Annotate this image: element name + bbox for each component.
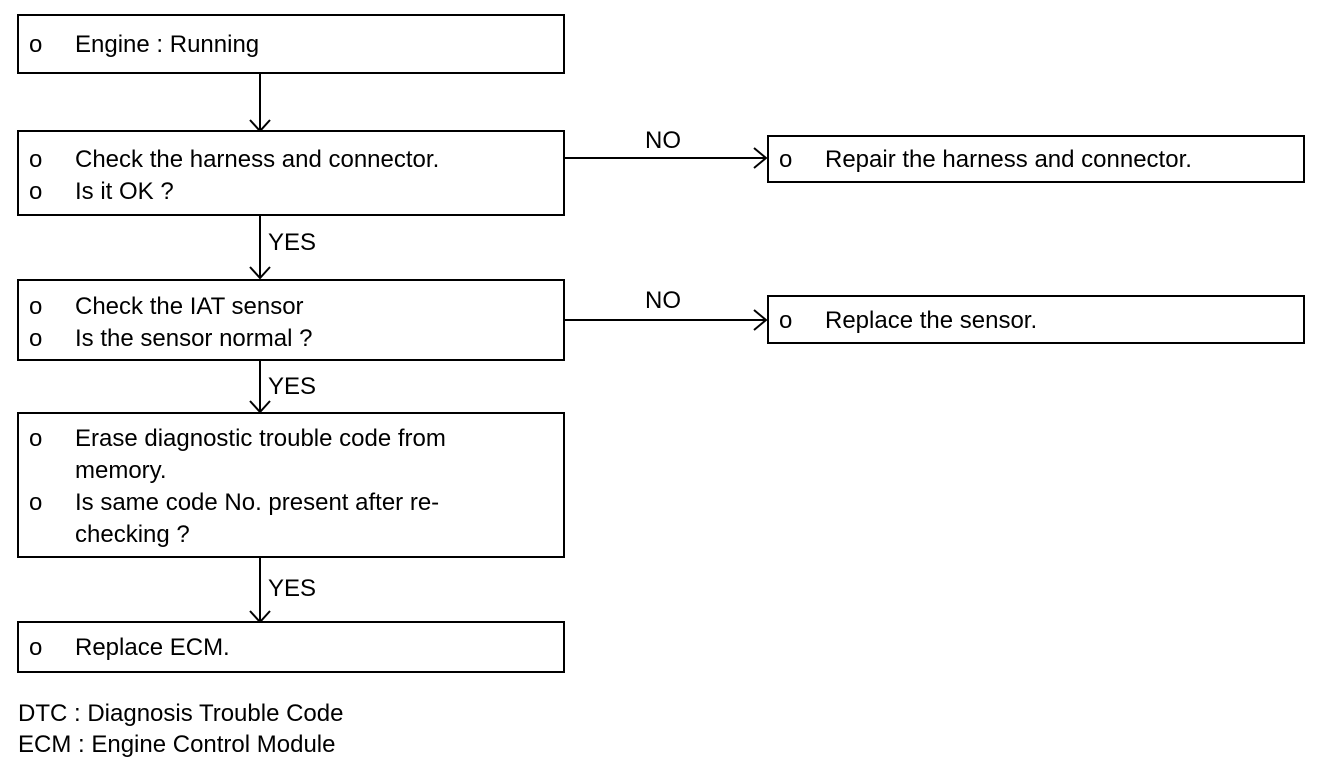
step-repair-harness: o Repair the harness and connector.: [767, 135, 1305, 183]
bullet-marker: o: [29, 325, 43, 352]
step-engine-running-text: Engine : Running: [75, 31, 260, 58]
bullet-marker: o: [779, 307, 793, 334]
label-yes-iat: YES: [268, 373, 317, 400]
label-no-harness: NO: [645, 127, 681, 154]
legend-ecm: ECM : Engine Control Module: [18, 731, 336, 758]
step-erase-dtc-text-1: Erase diagnostic trouble code from: [75, 425, 446, 452]
bullet-marker: o: [29, 146, 43, 173]
step-replace-sensor: o Replace the sensor.: [767, 295, 1305, 344]
step-check-harness: o Check the harness and connector. o Is …: [17, 130, 565, 216]
bullet-marker: o: [29, 489, 43, 516]
arrowhead-harness-no: [753, 147, 768, 169]
step-replace-sensor-text: Replace the sensor.: [825, 307, 1038, 334]
step-erase-dtc-text-3: Is same code No. present after re-: [75, 489, 440, 516]
step-check-harness-text-1: Check the harness and connector.: [75, 146, 440, 173]
step-repair-harness-text: Repair the harness and connector.: [825, 146, 1192, 173]
step-check-iat: o Check the IAT sensor o Is the sensor n…: [17, 279, 565, 361]
bullet-marker: o: [29, 634, 43, 661]
step-erase-dtc-text-4: checking ?: [75, 521, 190, 548]
step-check-iat-text-2: Is the sensor normal ?: [75, 325, 313, 352]
step-replace-ecm-text: Replace ECM.: [75, 634, 230, 661]
label-no-iat: NO: [645, 287, 681, 314]
step-check-iat-text-1: Check the IAT sensor: [75, 293, 304, 320]
bullet-marker: o: [779, 146, 793, 173]
bullet-marker: o: [29, 178, 43, 205]
legend-dtc: DTC : Diagnosis Trouble Code: [18, 700, 344, 727]
step-erase-dtc-text-2: memory.: [75, 457, 167, 484]
arrowhead-iat-no: [753, 309, 768, 331]
bullet-marker: o: [29, 31, 43, 58]
step-erase-dtc: o Erase diagnostic trouble code from mem…: [17, 412, 565, 558]
bullet-marker: o: [29, 425, 43, 452]
step-engine-running: o Engine : Running: [17, 14, 565, 74]
label-yes-harness: YES: [268, 229, 317, 256]
step-check-harness-text-2: Is it OK ?: [75, 178, 174, 205]
bullet-marker: o: [29, 293, 43, 320]
step-replace-ecm: o Replace ECM.: [17, 621, 565, 673]
label-yes-erase: YES: [268, 575, 317, 602]
arrowhead-harness-yes: [249, 266, 271, 280]
